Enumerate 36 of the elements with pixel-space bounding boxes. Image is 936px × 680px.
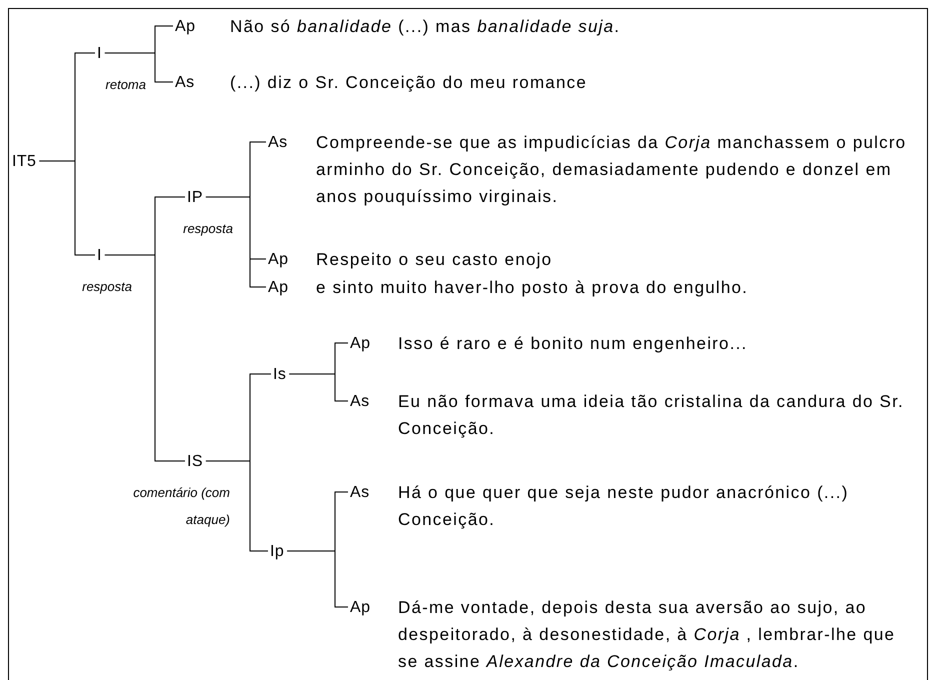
tree-branch-line — [205, 460, 268, 552]
quoted-sentence: Respeito o seu casto enojo — [316, 248, 554, 270]
quoted-sentence: Não só banalidade (...) mas banalidade suja. — [230, 16, 622, 38]
tree-node-label: Ap — [350, 334, 372, 354]
tree-node-label: Ap — [175, 16, 196, 36]
tree-node-label: IS — [187, 448, 203, 474]
quoted-sentence: Dá-me vontade, depois desta sua aversão ao sujo, ao despeitorado, à desonestidade, à Corja , lembrar-lhe que se assine Alexandre da Conceição Imaculada. — [398, 596, 896, 672]
tree-node-label: As — [268, 132, 288, 152]
tree-branch-line — [286, 550, 348, 608]
tree-node-label: Ap — [268, 278, 290, 298]
tree-node-label: As — [350, 392, 370, 412]
tree-node-label: IP — [187, 184, 203, 210]
branch-annotation: retoma — [104, 76, 146, 94]
quoted-sentence: (...) diz o Sr. Conceição do meu romance — [230, 72, 588, 94]
quoted-sentence: Compreende-se que as impudicícias da Corja manchassem o pulcro arminho do Sr. Conceição, demasiadamente pudendo e donzel em anos pouquíssimo virginais. — [316, 132, 908, 208]
tree-node-label: As — [175, 72, 196, 92]
quoted-sentence: Isso é raro e é bonito num engenheiro... — [398, 332, 748, 354]
tree-branch-line — [104, 254, 186, 462]
tree-branch-line — [104, 52, 174, 82]
quoted-sentence: Há o que quer que seja neste pudor anacrónico (...) Conceição. — [398, 482, 850, 531]
tree-node-label: I — [97, 40, 102, 66]
branch-annotation: resposta — [182, 220, 233, 238]
branch-annotation: resposta — [81, 278, 132, 296]
tree-node-label: I — [97, 242, 102, 268]
tree-node-label: IT5 — [12, 148, 36, 174]
tree-node-label: Is — [273, 360, 286, 388]
quoted-sentence: e sinto muito haver-lho posto à prova do engulho. — [316, 276, 750, 298]
tree-node-label: As — [350, 482, 370, 502]
tree-branch-line — [205, 196, 266, 288]
tree-node-label: Ap — [268, 250, 290, 270]
tree-branch-line — [288, 374, 348, 402]
tree-node-label: Ap — [350, 598, 372, 618]
tree-node-label: Ip — [270, 538, 284, 564]
branch-annotation: comentário (com ataque) — [132, 484, 230, 529]
tree-branch-line — [38, 160, 96, 256]
quoted-sentence: Eu não formava uma ideia tão cristalina da candura do Sr. Conceição. — [398, 390, 905, 440]
